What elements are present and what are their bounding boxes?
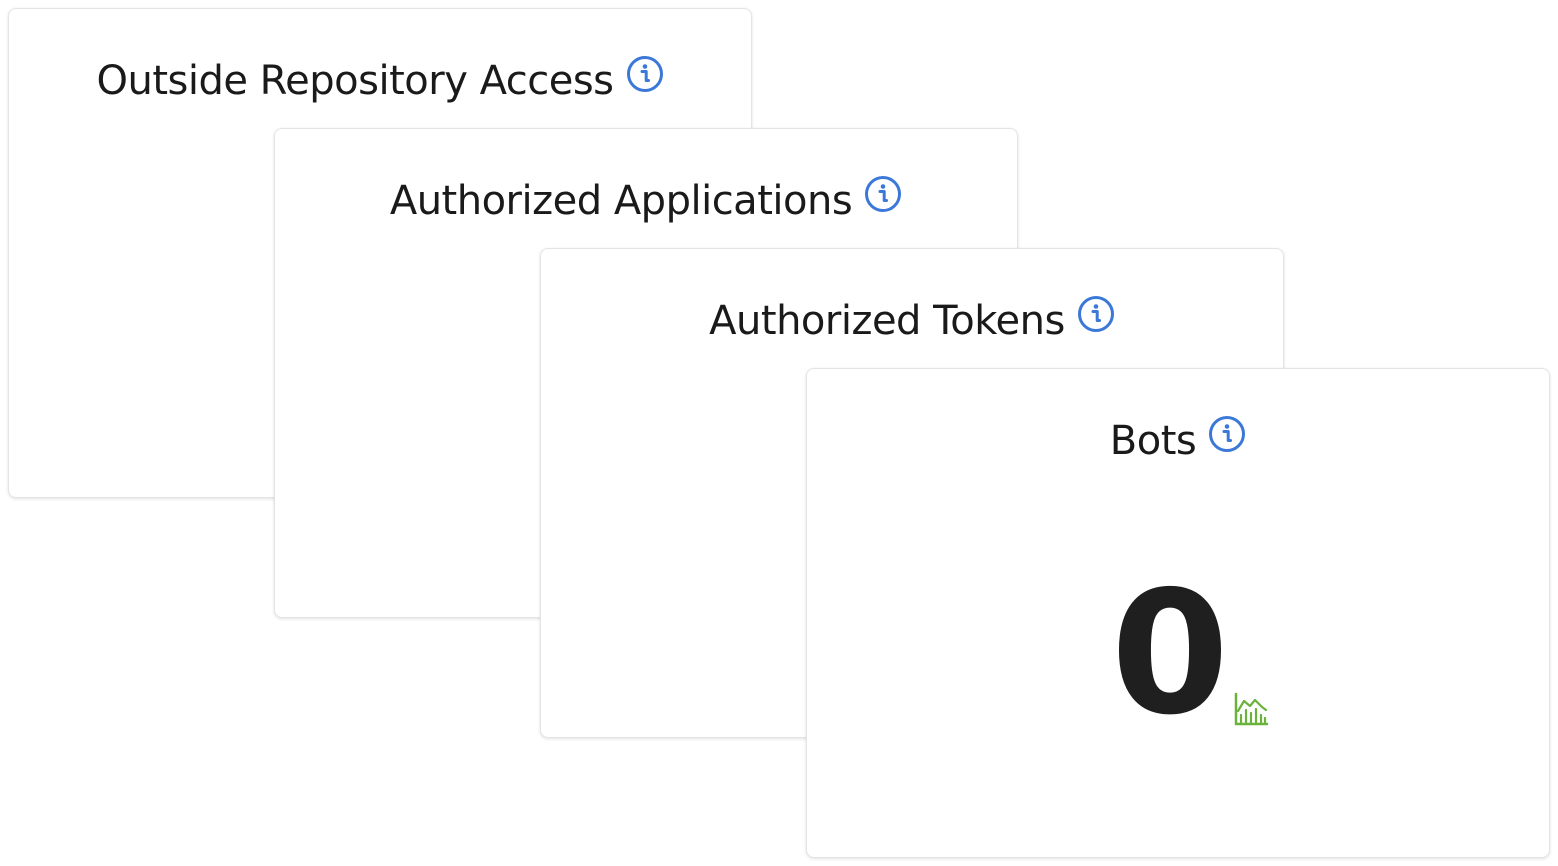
card-header: Authorized Tokens <box>541 293 1283 349</box>
info-circle-icon[interactable] <box>626 55 664 93</box>
bots-count: 0 <box>1110 555 1230 753</box>
card-title: Authorized Applications <box>389 178 853 224</box>
info-circle-icon[interactable] <box>1208 415 1246 453</box>
card-title: Outside Repository Access <box>96 58 614 104</box>
card-title: Authorized Tokens <box>709 298 1065 344</box>
card-header: Authorized Applications <box>275 173 1017 229</box>
metric-row: 0 <box>807 569 1549 739</box>
info-circle-icon[interactable] <box>1077 295 1115 333</box>
bots-card: Bots 0 <box>806 368 1550 858</box>
card-header: Bots <box>807 413 1549 469</box>
info-circle-icon[interactable] <box>864 175 902 213</box>
card-header: Outside Repository Access <box>9 53 751 109</box>
card-title: Bots <box>1109 418 1197 464</box>
trend-chart-icon[interactable] <box>1233 691 1269 727</box>
